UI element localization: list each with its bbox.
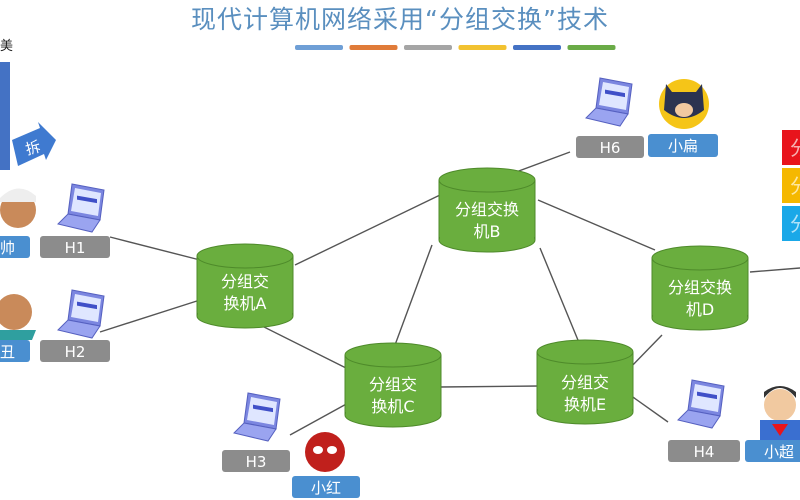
svg-text:换机A: 换机A xyxy=(224,294,267,313)
laptop-icon xyxy=(585,77,633,127)
laptop-icon xyxy=(57,289,105,339)
svg-text:分: 分 xyxy=(790,174,800,198)
partial-text: 美 xyxy=(0,39,13,54)
switch-b[interactable]: 分组交换 机B xyxy=(438,167,536,253)
svg-text:分组交: 分组交 xyxy=(561,373,609,392)
svg-text:分组交: 分组交 xyxy=(221,272,269,291)
svg-text:机D: 机D xyxy=(686,300,714,319)
switch-c[interactable]: 分组交 换机C xyxy=(344,342,442,428)
user-label-left-2-text: 丑 xyxy=(0,343,15,361)
laptop-icon xyxy=(57,183,105,233)
svg-text:拆: 拆 xyxy=(24,137,43,158)
svg-text:H6: H6 xyxy=(600,139,621,157)
partial-message-block xyxy=(0,62,10,170)
title-color-bar xyxy=(295,45,343,50)
laptop-icon xyxy=(233,392,281,442)
user-avatar-left-2 xyxy=(0,294,36,340)
switch-e[interactable]: 分组交 换机E xyxy=(536,339,634,425)
host-h4[interactable]: H4 xyxy=(668,379,740,462)
host-h3[interactable]: H3 xyxy=(222,392,290,472)
split-arrow: 拆 xyxy=(12,122,56,166)
svg-text:分组交换: 分组交换 xyxy=(455,200,519,219)
svg-text:H4: H4 xyxy=(694,443,715,461)
user-label-left-2 xyxy=(0,340,30,362)
svg-text:换机E: 换机E xyxy=(564,395,606,414)
title-color-bar xyxy=(404,45,452,50)
user-label-left-1 xyxy=(0,236,30,258)
user-xiaohong[interactable]: 小红 xyxy=(292,432,360,498)
host-h2[interactable]: H2 xyxy=(40,289,110,362)
user-label-left-1-text: 帅 xyxy=(0,239,15,257)
user-xiaochao[interactable]: 小超 xyxy=(745,386,800,462)
title-color-bars xyxy=(295,45,616,50)
title-color-bar xyxy=(513,45,561,50)
title-color-bar xyxy=(349,45,398,50)
page-title: 现代计算机网络采用“分组交换”技术 xyxy=(191,5,609,34)
packet-legend-partial: 分 分 分 xyxy=(782,130,800,241)
svg-text:小红: 小红 xyxy=(311,479,341,497)
superman-avatar-icon xyxy=(764,389,796,421)
svg-text:小超: 小超 xyxy=(764,443,794,461)
user-avatar-left-1 xyxy=(0,188,36,228)
laptop-icon xyxy=(677,379,725,429)
svg-text:H1: H1 xyxy=(65,239,86,257)
svg-text:换机C: 换机C xyxy=(371,397,414,416)
svg-text:分: 分 xyxy=(790,136,800,160)
links xyxy=(99,151,800,436)
svg-text:分: 分 xyxy=(790,212,800,236)
svg-text:分组交: 分组交 xyxy=(369,375,417,394)
svg-text:H2: H2 xyxy=(65,343,86,361)
switch-d[interactable]: 分组交换 机D xyxy=(651,245,749,331)
title-color-bar xyxy=(567,45,616,50)
svg-text:机B: 机B xyxy=(474,222,501,241)
svg-text:H3: H3 xyxy=(246,453,267,471)
user-xiaobian[interactable]: 小扁 xyxy=(648,79,718,157)
host-h1[interactable]: H1 xyxy=(40,183,110,258)
svg-text:分组交换: 分组交换 xyxy=(668,278,732,297)
switch-a[interactable]: 分组交 换机A xyxy=(196,243,294,329)
title-color-bar xyxy=(458,45,507,50)
host-h6[interactable]: H6 xyxy=(576,77,644,158)
svg-text:小扁: 小扁 xyxy=(668,137,698,155)
deadpool-avatar-icon xyxy=(305,432,345,472)
